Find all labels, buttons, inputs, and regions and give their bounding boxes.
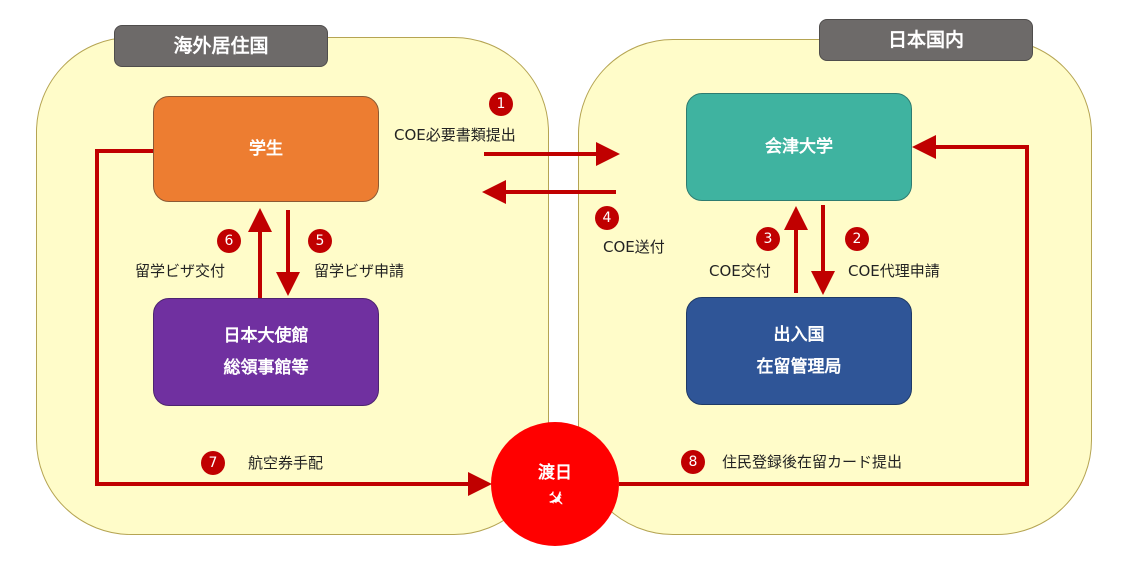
step-badge-3: 3 <box>756 227 780 251</box>
embassy-node-line-2: 総領事館等 <box>223 358 309 378</box>
immigration-node-line-2: 在留管理局 <box>756 357 842 377</box>
embassy-node: 日本大使館 総領事館等 <box>153 298 379 406</box>
step-badge-4: 4 <box>595 206 619 230</box>
overseas-region-label: 海外居住国 <box>114 25 328 67</box>
immigration-node: 出入国 在留管理局 <box>686 297 912 405</box>
step-label-5: 留学ビザ申請 <box>314 262 405 280</box>
step-label-3: COE交付 <box>709 262 771 280</box>
step-badge-5: 5 <box>308 229 332 253</box>
university-node-label: 会津大学 <box>765 137 833 157</box>
step-badge-7: 7 <box>201 451 225 475</box>
step-badge-6: 6 <box>217 229 241 253</box>
student-node: 学生 <box>153 96 379 202</box>
step-badge-1: 1 <box>489 92 513 116</box>
student-node-label: 学生 <box>249 139 283 159</box>
step-label-2: COE代理申請 <box>848 262 940 280</box>
arrow-step-8 <box>619 135 1029 486</box>
arrival-node: 渡日 ✈ <box>491 422 619 546</box>
arrival-node-label: 渡日 <box>538 462 572 483</box>
embassy-node-line-1: 日本大使館 <box>223 326 309 346</box>
arrow-step-7 <box>95 149 492 496</box>
japan-region-label: 日本国内 <box>819 19 1033 61</box>
step-label-4: COE送付 <box>603 238 665 256</box>
step-label-7: 航空券手配 <box>248 454 324 472</box>
step-badge-2: 2 <box>845 227 869 251</box>
step-badge-8: 8 <box>681 450 705 474</box>
immigration-node-line-1: 出入国 <box>773 325 825 345</box>
step-label-1: COE必要書類提出 <box>394 126 516 144</box>
university-node: 会津大学 <box>686 93 912 201</box>
step-label-6: 留学ビザ交付 <box>135 262 226 280</box>
airplane-icon: ✈ <box>539 483 571 515</box>
step-label-8: 住民登録後在留カード提出 <box>722 453 903 471</box>
